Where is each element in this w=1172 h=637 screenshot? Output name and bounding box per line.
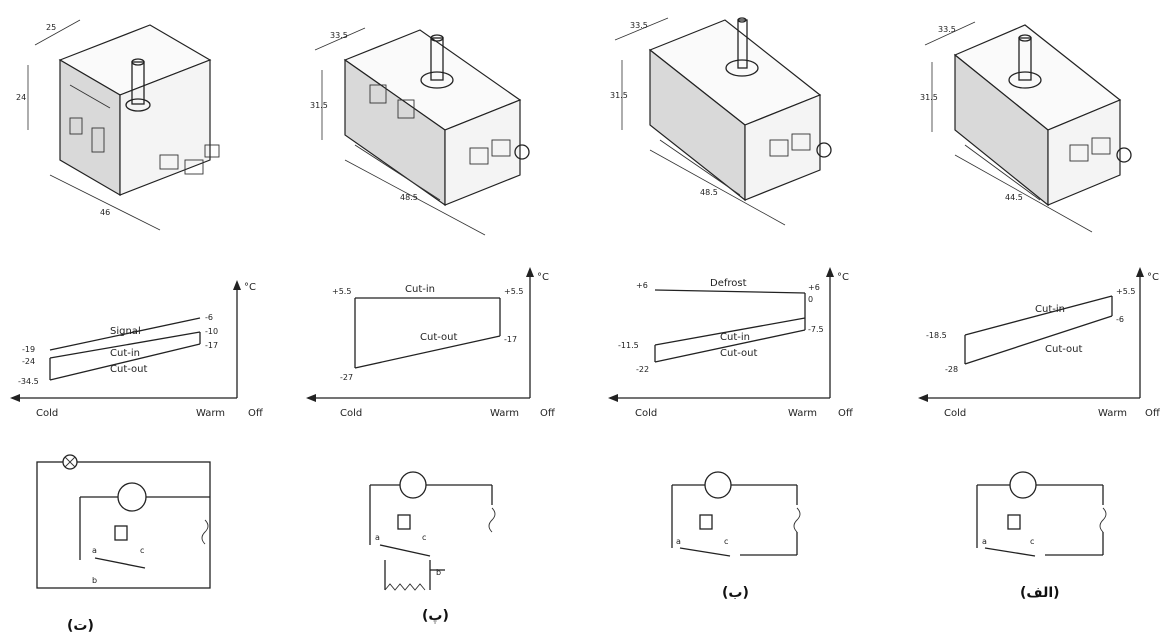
value-label: -34.5 <box>18 377 39 386</box>
dim-label: 31.5 <box>310 101 328 110</box>
value-label: -6 <box>205 313 213 322</box>
dim-label: 33.5 <box>938 25 956 34</box>
dim-label: 25 <box>46 23 56 32</box>
wiring-circuit: a c b <box>36 454 211 589</box>
terminal-letter: b <box>92 576 97 585</box>
dim-label: 46 <box>100 208 110 217</box>
panel-b: 33.5 31.5 48.5 °C Off Warm Cold Defrost … <box>608 17 854 601</box>
value-label: -28 <box>945 365 958 374</box>
terminal-letter: c <box>1030 537 1034 546</box>
x-label-cold: Cold <box>944 408 966 419</box>
panel-caption: (ب) <box>722 585 749 601</box>
compressor-icon <box>704 471 732 499</box>
thermostat-bulb-icon <box>397 514 411 530</box>
terminal-letter: c <box>724 537 728 546</box>
heater-resistor-icon <box>384 583 426 591</box>
value-label: +5.5 <box>332 287 351 296</box>
axis-unit: °C <box>1147 272 1159 283</box>
x-label-off: Off <box>838 408 854 419</box>
value-label: -17 <box>504 335 517 344</box>
dim-label: 48.5 <box>700 188 718 197</box>
line-label: Defrost <box>710 278 747 289</box>
terminal-letter: c <box>140 546 144 555</box>
axis-unit: °C <box>244 282 256 293</box>
x-label-off: Off <box>540 408 556 419</box>
x-label-off: Off <box>248 408 264 419</box>
panel-alef: 33.5 31.5 44.5 °C Off Warm Cold Cut-in C… <box>918 21 1161 601</box>
x-label-cold: Cold <box>340 408 362 419</box>
line-label: Signal <box>110 326 141 337</box>
wiring-circuit: a c <box>671 471 801 557</box>
compressor-icon <box>399 471 427 499</box>
terminal-letter: a <box>375 533 380 542</box>
temperature-graph: °C Off Warm Cold Signal Cut-in Cut-out -… <box>10 280 264 419</box>
line-label: Cut-in <box>720 332 750 343</box>
terminal-letter: a <box>676 537 681 546</box>
temperature-graph: °C Off Warm Cold Defrost Cut-in Cut-out … <box>608 267 854 419</box>
panel-t: 25 24 46 °C Off Warm Cold Signal Cut-in … <box>10 19 264 634</box>
dim-label: 33.5 <box>330 31 348 40</box>
line-label: Cut-out <box>1045 344 1082 355</box>
wiring-circuit: a c b <box>369 471 496 591</box>
value-label: +5.5 <box>1116 287 1135 296</box>
x-label-warm: Warm <box>1098 408 1127 419</box>
value-label: 0 <box>808 295 813 304</box>
value-label: -24 <box>22 357 35 366</box>
compressor-icon <box>117 482 147 512</box>
thermostat-bulb-icon <box>699 514 713 530</box>
value-label: -19 <box>22 345 35 354</box>
wiring-circuit: a c <box>976 471 1107 557</box>
axis-unit: °C <box>837 272 849 283</box>
thermostat-device-drawing: 33.5 31.5 48.5 <box>310 27 530 236</box>
x-label-cold: Cold <box>36 408 58 419</box>
thermostat-device-drawing: 33.5 31.5 44.5 <box>920 21 1132 233</box>
panel-caption: (پ) <box>422 608 449 624</box>
panel-caption: (ت) <box>67 618 94 634</box>
terminal-letter: c <box>422 533 426 542</box>
line-label: Cut-out <box>720 348 757 359</box>
dim-label: 44.5 <box>1005 193 1023 202</box>
thermostat-device-drawing: 33.5 31.5 48.5 <box>610 17 832 226</box>
panel-caption: (الف) <box>1020 585 1060 601</box>
line-label: Cut-in <box>1035 304 1065 315</box>
value-label: -6 <box>1116 315 1124 324</box>
value-label: -22 <box>636 365 649 374</box>
dim-label: 33.5 <box>630 21 648 30</box>
terminal-letter: a <box>982 537 987 546</box>
dim-label: 31.5 <box>610 91 628 100</box>
axis-unit: °C <box>537 272 549 283</box>
x-label-off: Off <box>1145 408 1161 419</box>
value-label: +6 <box>636 281 648 290</box>
value-label: -11.5 <box>618 341 639 350</box>
dim-label: 48.5 <box>400 193 418 202</box>
x-label-warm: Warm <box>490 408 519 419</box>
x-label-cold: Cold <box>635 408 657 419</box>
terminal-letter: a <box>92 546 97 555</box>
value-label: +5.5 <box>504 287 523 296</box>
x-label-warm: Warm <box>196 408 225 419</box>
line-label: Cut-out <box>110 364 147 375</box>
temperature-graph: °C Off Warm Cold Cut-in Cut-out +5.5 -17… <box>306 267 556 419</box>
compressor-icon <box>1009 471 1037 499</box>
x-label-warm: Warm <box>788 408 817 419</box>
dim-label: 31.5 <box>920 93 938 102</box>
thermostat-bulb-icon <box>114 525 128 541</box>
value-label: -7.5 <box>808 325 824 334</box>
line-label: Cut-in <box>405 284 435 295</box>
dim-label: 24 <box>16 93 26 102</box>
thermostat-bulb-icon <box>1007 514 1021 530</box>
thermostat-device-drawing: 25 24 46 <box>16 19 220 231</box>
line-label: Cut-out <box>420 332 457 343</box>
value-label: -27 <box>340 373 353 382</box>
value-label: -18.5 <box>926 331 947 340</box>
line-label: Cut-in <box>110 348 140 359</box>
value-label: -17 <box>205 341 218 350</box>
terminal-letter: b <box>436 568 441 577</box>
value-label: -10 <box>205 327 218 336</box>
panel-p: 33.5 31.5 48.5 °C Off Warm Cold Cut-in C… <box>306 27 556 624</box>
temperature-graph: °C Off Warm Cold Cut-in Cut-out +5.5 -6 … <box>918 267 1161 419</box>
value-label: +6 <box>808 283 820 292</box>
